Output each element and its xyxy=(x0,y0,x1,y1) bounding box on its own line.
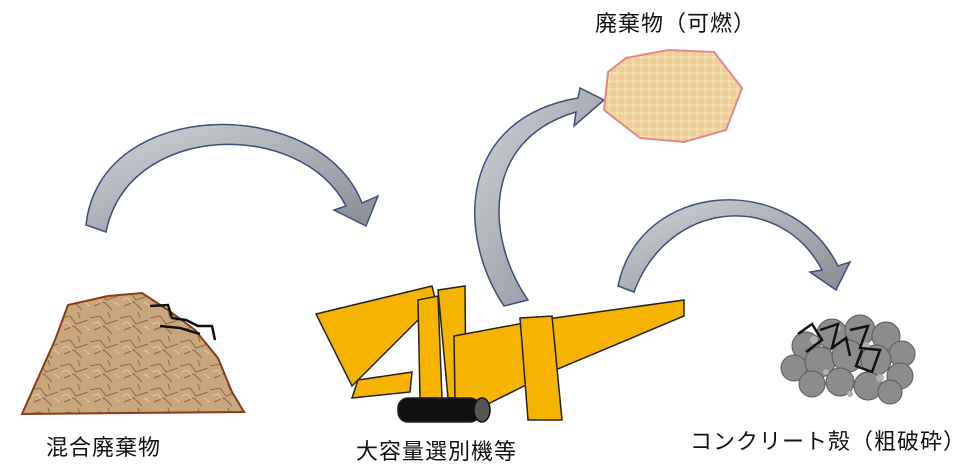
combustible-waste xyxy=(602,48,744,144)
conveyor-roller xyxy=(397,397,491,423)
sorting-machine xyxy=(314,285,685,423)
concrete-rubble-label: コンクリート殻（粗破砕） xyxy=(690,430,965,455)
mixed-waste-label: 混合廃棄物 xyxy=(46,436,162,461)
arrow-to-machine xyxy=(85,123,380,233)
arrow-to-concrete xyxy=(617,199,852,293)
arrow-to-combustible xyxy=(474,86,606,307)
concrete-rubble xyxy=(780,314,916,405)
mixed-waste-pile xyxy=(20,291,246,416)
machine-label: 大容量選別機等 xyxy=(356,440,518,465)
combustible-waste-label: 廃棄物（可燃） xyxy=(595,12,757,37)
